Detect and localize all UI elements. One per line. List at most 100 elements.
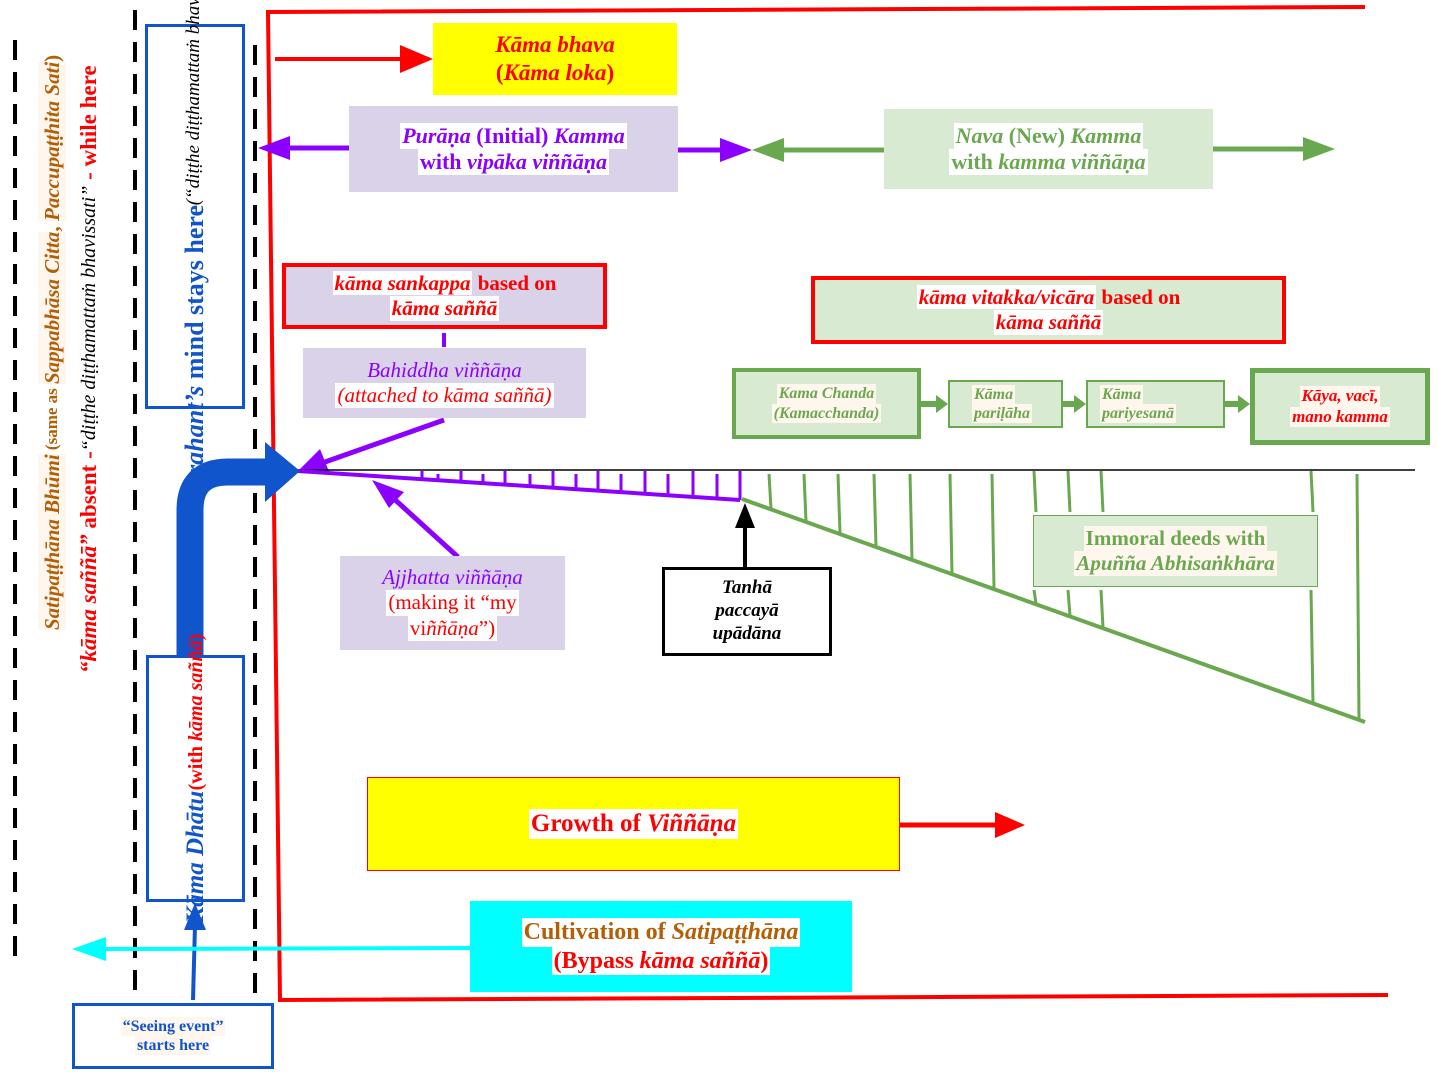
tanha-line2: paccayā [715,600,779,622]
kama-pariyesana-line2: pariyesanā [1100,404,1176,424]
green-hatch-mark [1032,470,1038,513]
close-paren: ) [40,55,64,62]
seeing-event-line1: “Seeing event” [120,1016,226,1036]
nava-arrowhead-right [1303,137,1335,161]
ajjhatta-line3: viññāṇa”) [407,615,498,641]
seeing-event-line2: starts here [134,1036,212,1056]
immoral-deeds-box: Immoral deeds with Apuñña Abhisaṅkhāra [1033,515,1318,587]
kama-chanda-line2: (Kamacchanda) [771,403,882,423]
bahiddha-line2: (attached to kāma saññā) [335,383,554,409]
satipatthana-bhumi-label: Satipaṭṭhāna Bhūmi (same as Sappabhāsa C… [38,55,66,810]
kama-dhatu-title: Kāma Dhātu [181,790,209,924]
kama-sankappa-box: kāma sankappa based on kāma saññā [282,263,607,329]
green-hatch-mark [1032,589,1038,604]
kama-parilaha-box: Kāma pariḷāha [948,380,1063,428]
nava-arrowhead-left [752,138,784,162]
ajjhatta-line1: Ajjhatta viññāṇa [382,565,523,590]
kama-chanda-box: Kama Chanda (Kamacchanda) [732,368,921,439]
green-hatch-mark [1099,470,1105,513]
arahant-box: Arahant’s mind stays here (“diṭṭhe diṭṭh… [145,0,245,493]
growth-of-vinnana-box: Growth of Viññāṇa [367,777,900,871]
ditthe-quote: “diṭṭhe diṭṭhamattaṁ bhavissati” [78,185,100,451]
purple-hatch-group [420,471,742,500]
green-hatch-mark [908,473,914,560]
arahant-text-group: Arahant’s mind stays here (“diṭṭhe diṭṭh… [179,0,210,493]
green-hatch-mark [872,473,878,547]
ajjhatta-vinnana-box: Ajjhatta viññāṇa (making it “my viññāṇa”… [340,556,565,650]
green-hatch-mark [1066,470,1072,513]
ajjhatta-arrowhead [372,480,404,508]
tanha-arrowhead [735,503,755,528]
tanha-line1: Tanhā [722,577,772,599]
cultivation-line2: (Bypass kāma saññā) [551,946,771,976]
kama-vitakka-line1: kāma vitakka/vicāra based on [916,284,1181,309]
seq-arrow-2 [1063,395,1086,413]
kama-dhatu-box: Kāma Dhātu (with kāma saññā) [146,634,245,923]
kama-sanna-term: “kāma saññā” [76,533,101,673]
green-hatch-mark [836,473,842,534]
kama-parilaha-line1: Kāma [972,384,1016,404]
ajjhatta-line2: (making it “my [386,590,519,616]
bahiddha-line1: Bahiddha viññāṇa [367,357,522,382]
kama-dhatu-subtitle: (with kāma saññā) [184,633,207,791]
seeing-event-arrow-line [191,924,197,1001]
kama-bhava-line1: Kāma bhava [495,32,615,58]
cultivation-of-satipatthana-box: Cultivation of Satipaṭṭhāna (Bypass kāma… [470,901,852,992]
immoral-growth-line [741,497,1366,724]
kama-bhava-line2: (Kāma loka) [495,60,615,85]
paccupatthita-sati-term: Paccupaṭṭhita Sati [38,62,66,222]
purana-arrowhead-right [720,138,752,162]
green-hatch-group [767,470,1361,720]
green-hatch-mark [1309,589,1315,703]
nava-kamma-line1: Nava (New) Kamma [953,122,1144,149]
kama-pariyesana-line1: Kāma [1100,384,1144,404]
kama-vitakka-box: kāma vitakka/vicāra based on kāma saññā [811,276,1286,344]
kama-sanna-absent-label: “kāma saññā” absent -“diṭṭhe diṭṭhamatta… [76,65,102,825]
seq-arrow-1 [921,395,948,413]
green-hatch-mark [1099,589,1105,628]
kama-dhatu-arrowhead [265,442,300,502]
arahant-quote: (“diṭṭhe diṭṭhamattaṁ bhavissati”) [183,0,205,206]
kama-chanda-line1: Kama Chanda [776,384,877,404]
kama-dhatu-curved-arrow [176,458,265,660]
kama-sankappa-line2: kāma saññā [389,296,500,322]
vinnana-growth-line [297,469,741,502]
while-here-text: - while here [76,65,101,186]
absent-text: absent [76,464,101,534]
bahiddha-arrowhead [298,449,330,474]
kaya-vaci-line1: Kāya, vacī, [1299,386,1381,407]
same-as-text: (same as [42,384,61,455]
dash-text: - [76,450,101,465]
immoral-line2: Apuñña Abhisaṅkhāra [1074,551,1277,577]
growth-arrowhead [995,812,1025,838]
green-hatch-mark [802,473,808,522]
seeing-event-box: “Seeing event” starts here [72,1003,274,1069]
purana-kamma-line2: with vipāka viññāṇa [417,149,610,176]
seq-arrow-3 [1225,395,1250,413]
purana-arrowhead-left [258,136,290,160]
cultivation-arrowhead [72,937,106,961]
immoral-line1: Immoral deeds with [1083,525,1268,551]
satipatthana-bhumi-term: Satipaṭṭhāna Bhūmi [38,454,66,631]
purana-kamma-box: Purāṇa (Initial) Kamma with vipāka viññā… [349,106,678,192]
green-hatch-mark [1355,473,1361,720]
kama-sankappa-line1: kāma sankappa based on [332,270,557,295]
seeing-event-arrowhead [184,903,206,930]
bahiddha-arrow-line [324,417,445,465]
kama-pariyesana-box: Kāma pariyesanā [1086,380,1225,428]
cultivation-line1: Cultivation of Satipaṭṭhāna [521,917,801,947]
ajjhatta-arrow-line [390,495,460,559]
green-hatch-mark [1066,589,1072,616]
green-hatch-mark [948,473,954,574]
tanha-paccaya-upadana-box: Tanhā paccayā upādāna [662,567,832,656]
arrowhead-kama-bhava [400,45,433,73]
kaya-vaci-mano-kamma-box: Kāya, vacī, mano kamma [1250,368,1430,445]
green-hatch-mark [767,473,773,509]
kama-loka-boundary [265,5,1389,1003]
green-hatch-mark [1309,470,1315,513]
kama-vitakka-line2: kāma saññā [993,310,1104,336]
kaya-vaci-line2: mano kamma [1290,406,1390,427]
green-hatch-mark [990,473,996,589]
comma: , [40,221,64,232]
